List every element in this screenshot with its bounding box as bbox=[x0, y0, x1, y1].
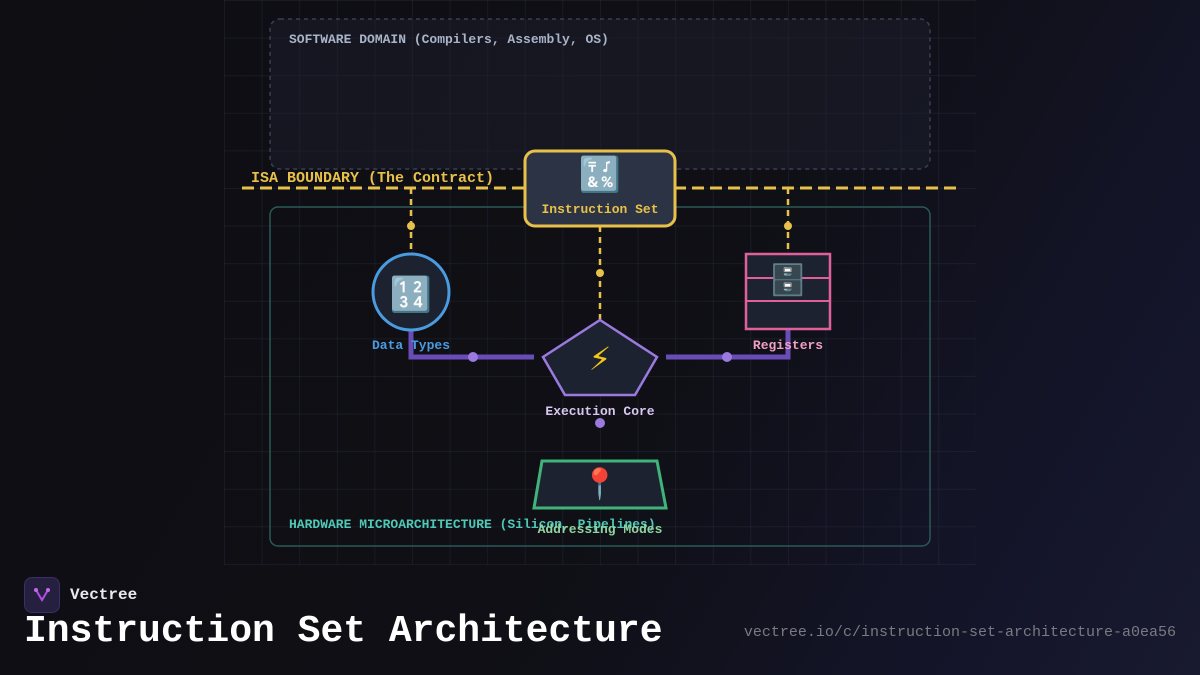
brand: Vectree bbox=[24, 577, 137, 613]
isa-boundary-label: ISA BOUNDARY (The Contract) bbox=[251, 170, 494, 187]
software-domain-label: SOFTWARE DOMAIN (Compilers, Assembly, OS… bbox=[289, 32, 609, 47]
node-registers[interactable]: 🗄️ Registers bbox=[744, 252, 832, 353]
connector-dot bbox=[595, 418, 605, 428]
node-data-types[interactable]: 🔢 Data Types bbox=[371, 252, 451, 353]
node-instruction-set[interactable]: 🔣 Instruction Set bbox=[523, 149, 677, 228]
connector-dot bbox=[407, 222, 415, 230]
brand-name: Vectree bbox=[70, 586, 138, 604]
numbers-icon: 🔢 bbox=[390, 275, 432, 315]
connector-execution-registers bbox=[666, 330, 791, 360]
pin-icon: 📍 bbox=[581, 466, 618, 502]
page-title: Instruction Set Architecture bbox=[24, 610, 663, 653]
symbols-icon: 🔣 bbox=[579, 155, 621, 195]
data-types-label: Data Types bbox=[372, 338, 450, 353]
connector-dot bbox=[596, 269, 604, 277]
page-url[interactable]: vectree.io/c/instruction-set-architectur… bbox=[743, 624, 1176, 641]
registers-label: Registers bbox=[753, 338, 823, 353]
connector-dot bbox=[468, 352, 478, 362]
addressing-modes-label: Addressing Modes bbox=[538, 522, 663, 537]
instruction-set-label: Instruction Set bbox=[541, 202, 658, 217]
vectree-logo-icon bbox=[24, 577, 60, 613]
lightning-icon: ⚡ bbox=[589, 340, 611, 378]
connector-dot bbox=[784, 222, 792, 230]
hardware-region-label: HARDWARE MICROARCHITECTURE (Silicon, Pip… bbox=[289, 517, 656, 532]
file-cabinet-icon: 🗄️ bbox=[769, 262, 806, 298]
connector-dot bbox=[722, 352, 732, 362]
node-execution-core[interactable]: ⚡ Execution Core bbox=[541, 318, 659, 419]
node-addressing-modes[interactable]: 📍 Addressing Modes bbox=[532, 459, 668, 537]
execution-core-label: Execution Core bbox=[545, 404, 654, 419]
connector-datatypes-execution bbox=[408, 330, 534, 360]
